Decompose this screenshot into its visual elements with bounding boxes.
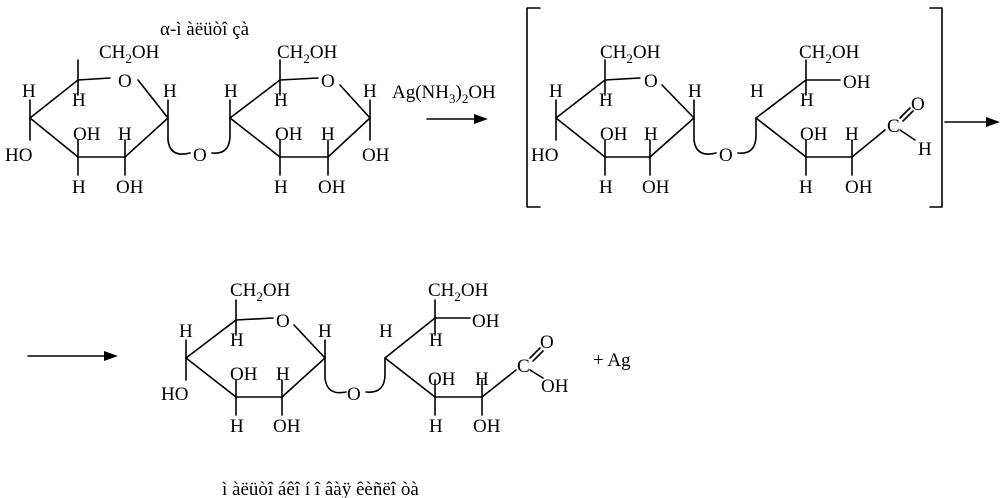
molecule-product: CH2OH O H H H HO OH H H OH O H CH2OH OH … (161, 280, 631, 498)
oh-label: OH (428, 369, 456, 390)
ho-label: HO (5, 145, 32, 166)
h-label: H (918, 139, 932, 160)
intermediate-ring-bonds (555, 77, 695, 158)
h-label: H (276, 364, 290, 385)
reaction-step-3 (27, 351, 118, 361)
bridge-oxygen-label: O (347, 384, 361, 405)
ch2oh-label: CH2OH (99, 42, 160, 66)
ch2oh-label: CH2OH (799, 42, 860, 66)
glycosidic-bond-1 (167, 117, 191, 155)
h-label: H (429, 416, 443, 437)
reaction-step-1: Ag(NH3)2OH (392, 82, 496, 124)
oh-label: OH (843, 72, 871, 93)
oh-label: OH (600, 124, 628, 145)
ho-label: HO (531, 145, 558, 166)
h-label: H (22, 81, 36, 102)
ch2oh-label: CH2OH (428, 280, 489, 304)
oh-label: OH (230, 364, 258, 385)
carboxyl-oh-label: OH (541, 376, 569, 397)
ring-2-bonds (229, 77, 371, 158)
h-label: H (799, 177, 813, 198)
arrow-head-icon (104, 351, 118, 361)
ho-label: HO (161, 384, 188, 405)
carboxyl-oxygen-label: O (540, 332, 554, 353)
ring-oxygen-label: O (276, 311, 290, 332)
h-label: H (800, 90, 814, 111)
arrow-head-icon (474, 114, 488, 124)
oh-label: OH (275, 124, 303, 145)
maltose-caption: α-ì àëüòî çà (160, 19, 250, 40)
bridge-oxygen-label: O (719, 145, 733, 166)
aldehyde-carbon-label: C (887, 116, 900, 137)
h-label: H (644, 124, 658, 145)
h-label: H (274, 177, 288, 198)
bridge-oxygen-label: O (193, 145, 207, 166)
h-label: H (688, 81, 702, 102)
ring-1-bonds (29, 77, 169, 158)
oh-label: OH (845, 177, 873, 198)
ch2oh-label: CH2OH (230, 280, 291, 304)
silver-product-label: + Ag (593, 350, 631, 371)
h-label: H (845, 124, 859, 145)
h-label: H (750, 81, 764, 102)
reagent-label: Ag(NH3)2OH (392, 82, 496, 106)
h-label: H (318, 321, 332, 342)
h-label: H (599, 177, 613, 198)
h-label: H (224, 81, 238, 102)
molecule-maltose: CH2OH O H H H HO OH H H OH O CH2OH O H H… (5, 19, 390, 198)
aldehyde-oxygen-label: O (911, 94, 925, 115)
oh-label: OH (273, 416, 301, 437)
h-label: H (118, 124, 132, 145)
h-label: H (549, 81, 563, 102)
oh-label: OH (800, 124, 828, 145)
carboxyl-carbon-label: C (517, 356, 530, 377)
product-ring-bonds (185, 317, 326, 398)
h-label: H (230, 416, 244, 437)
arrow-head-icon (986, 117, 1000, 127)
oh-label: OH (642, 177, 670, 198)
ch2oh-label: CH2OH (277, 42, 338, 66)
ch2oh-label: CH2OH (600, 42, 661, 66)
h-label: H (363, 81, 377, 102)
oh-label: OH (362, 145, 390, 166)
oh-label: OH (73, 124, 101, 145)
oh-label: OH (472, 311, 500, 332)
h-label: H (274, 90, 288, 111)
h-label: H (72, 90, 86, 111)
ring-oxygen-label: O (321, 71, 335, 92)
h-label: H (599, 90, 613, 111)
h-label: H (429, 330, 443, 351)
ring-oxygen-label: O (118, 71, 132, 92)
reaction-step-2 (944, 117, 1000, 127)
left-bracket (526, 7, 541, 208)
h-label: H (321, 124, 335, 145)
h-label: H (72, 177, 86, 198)
h-label: H (475, 369, 489, 390)
oh-label: OH (473, 416, 501, 437)
oh-label: OH (318, 177, 346, 198)
right-bracket (929, 7, 943, 208)
h-label: H (179, 321, 193, 342)
ring-oxygen-label: O (644, 71, 658, 92)
h-label: H (163, 81, 177, 102)
oh-label: OH (116, 177, 144, 198)
h-label: H (379, 321, 393, 342)
product-caption: ì àëüòî áêî í î âàÿ êèñëî òà (222, 479, 419, 498)
molecule-intermediate: CH2OH O H H H HO OH H H OH O H CH2OH OH … (526, 7, 943, 208)
h-label: H (230, 330, 244, 351)
